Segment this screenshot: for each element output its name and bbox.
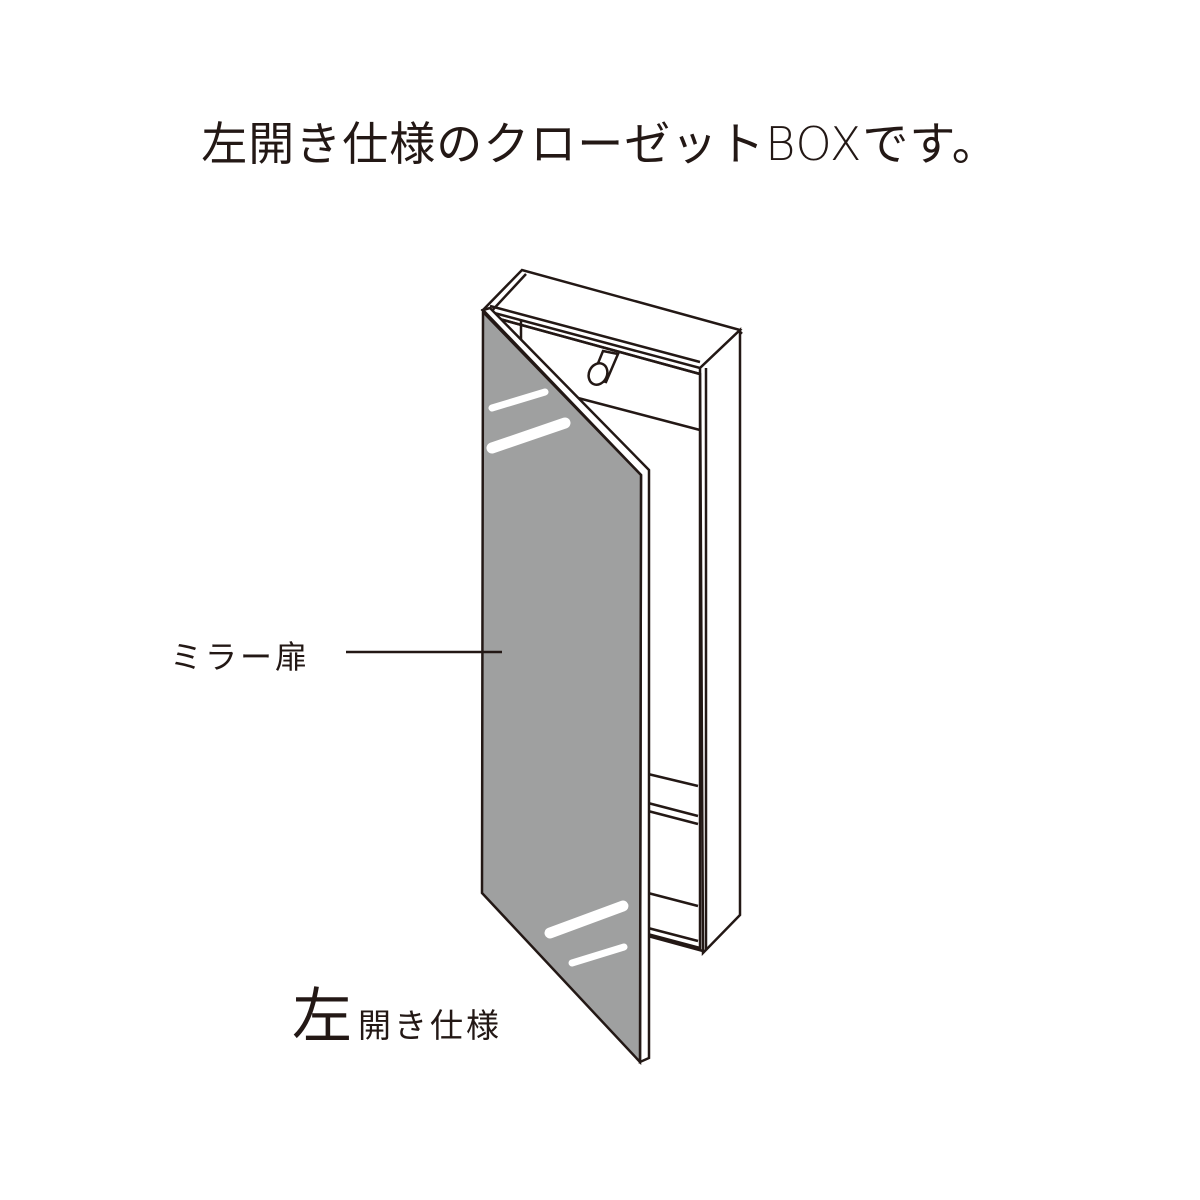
shelf-line-4	[647, 891, 699, 908]
box-top-front-edge-inner	[489, 304, 701, 364]
mirror-door-label: ミラー扉	[170, 638, 311, 676]
inner-back-upper-line	[577, 396, 701, 432]
shelf-line-6	[647, 934, 704, 953]
shelf-line-3	[647, 809, 699, 826]
shelf-line-1	[647, 772, 699, 788]
shelf-line-5	[647, 926, 699, 943]
mirror-highlight-3	[544, 900, 629, 939]
inner-top-shadow	[495, 316, 701, 376]
opening-direction-rest: 開き仕様	[358, 1006, 502, 1045]
opening-direction-emphasis: 左	[292, 982, 352, 1052]
hanging-rod	[587, 349, 620, 386]
page-title: 左開き仕様のクローゼットBOXです。	[201, 117, 999, 171]
opening-direction-label: 左開き仕様	[292, 968, 502, 1055]
mirror-highlight-2	[486, 417, 571, 454]
box-right-side-panel	[698, 327, 742, 957]
box-top-left-thickness	[487, 273, 527, 316]
mirror-highlight-1	[488, 388, 549, 412]
mirror-highlight-4	[568, 943, 628, 967]
mirror-door	[480, 308, 643, 1066]
shelf-line-2	[647, 801, 699, 818]
